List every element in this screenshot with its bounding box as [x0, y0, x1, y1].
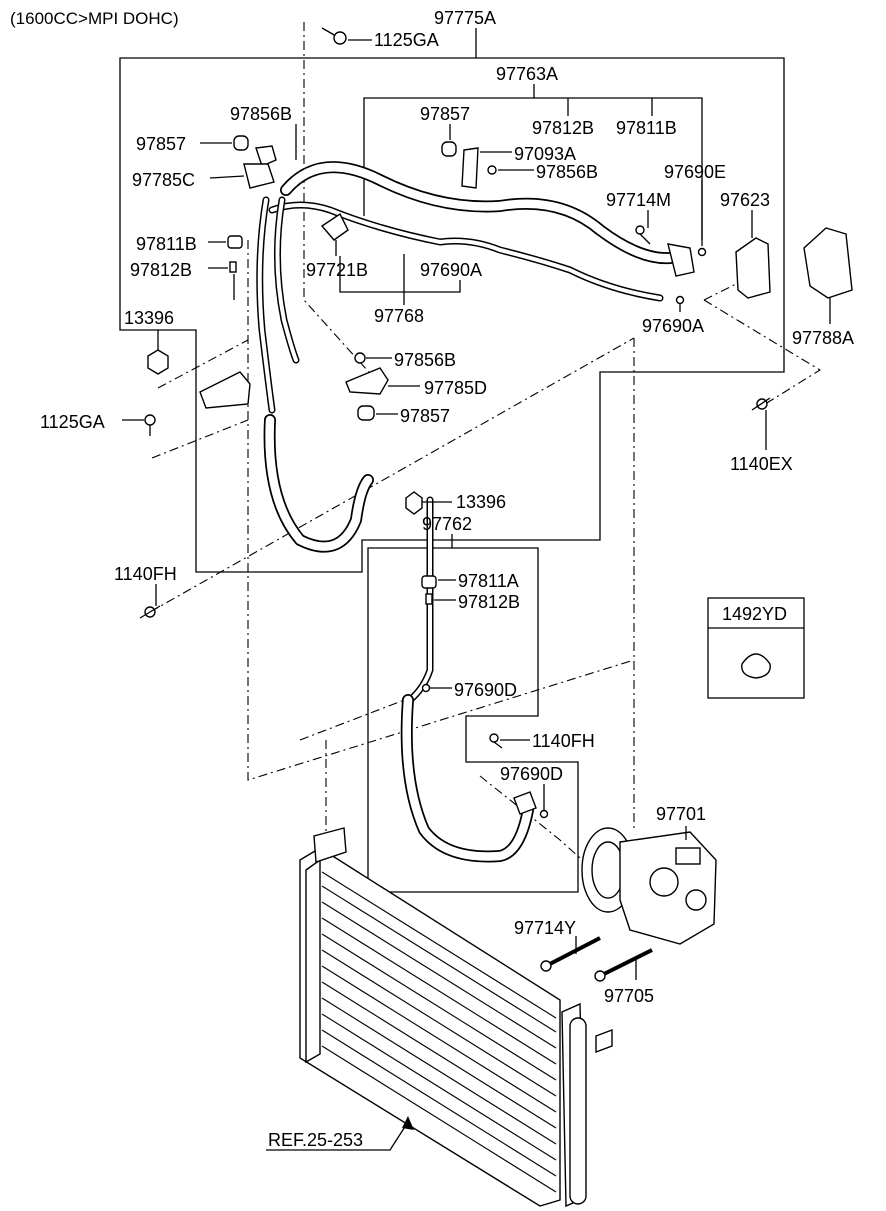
- dash-line-diagonal-left: [157, 339, 249, 389]
- oring-97690A-b-icon: [675, 295, 685, 305]
- label-97762: 97762: [422, 514, 472, 534]
- label-97856B-b: 97856B: [536, 162, 598, 182]
- label-1492YD: 1492YD: [722, 604, 787, 624]
- label-97690A-b: 97690A: [642, 316, 704, 336]
- condenser-icon: [299, 827, 613, 1208]
- label-97623: 97623: [720, 190, 770, 210]
- dash-line-lower-mid: [299, 693, 421, 741]
- dash-line-right-bolt: [703, 299, 822, 407]
- oring-97690D-b-icon: [539, 809, 549, 819]
- bolt-97705-icon: [594, 948, 653, 982]
- label-13396-b: 13396: [456, 492, 506, 512]
- label-97785D: 97785D: [424, 378, 487, 398]
- label-97788A: 97788A: [792, 328, 854, 348]
- seal-97856B-c-icon: [354, 352, 366, 364]
- bracket-97763A: [363, 97, 703, 240]
- label-97785C: 97785C: [132, 170, 195, 190]
- label-97690E: 97690E: [664, 162, 726, 182]
- dash-line-diagonal-mid: [149, 337, 635, 613]
- fitting-97762-icon: [513, 791, 537, 815]
- label-97811B-a: 97811B: [616, 118, 677, 138]
- cap-97857-c-icon: [357, 405, 375, 421]
- label-1140FH-a: 1140FH: [114, 564, 177, 584]
- plate-97785C-icon: [243, 163, 275, 189]
- label-97690D-a: 97690D: [454, 680, 517, 700]
- label-97714Y: 97714Y: [514, 918, 576, 938]
- ref-leader: [266, 1121, 409, 1151]
- bolt-1125GA-left-icon: [144, 414, 156, 436]
- compressor-97701-icon: [581, 827, 717, 945]
- box-1492YD: [707, 597, 805, 699]
- label-97690A-a: 97690A: [420, 260, 482, 280]
- leader-97785C: [209, 175, 245, 179]
- label-1125GA-top: 1125GA: [374, 30, 439, 50]
- label-97857-c: 97857: [400, 406, 450, 426]
- valve-97812B-b-icon: [229, 261, 237, 273]
- bracket-97768: [339, 256, 461, 293]
- label-1140FH-b: 1140FH: [532, 731, 595, 751]
- dash-line-top-center: [303, 22, 377, 381]
- label-97690D-b: 97690D: [500, 764, 563, 784]
- label-97701: 97701: [656, 804, 706, 824]
- bracket-97093A-icon: [461, 147, 479, 189]
- label-97768: 97768: [374, 306, 424, 326]
- label-97856B-a: 97856B: [230, 104, 292, 124]
- block-fitting-icon: [667, 243, 695, 277]
- label-1125GA-left: 1125GA: [40, 412, 105, 432]
- label-97812B-a: 97812B: [532, 118, 594, 138]
- label-97812B-b: 97812B: [130, 260, 192, 280]
- label-97763A: 97763A: [496, 64, 558, 84]
- cap-97857-b-icon: [441, 141, 457, 157]
- label-97705: 97705: [604, 986, 654, 1006]
- label-97811B-b: 97811B: [136, 234, 197, 254]
- nut-13396-a-icon: [147, 349, 169, 375]
- cover-97788A-icon: [803, 227, 853, 299]
- bolt-1140EX-icon: [751, 397, 771, 411]
- pressure-switch-97623-icon: [735, 237, 771, 299]
- label-13396-a: 13396: [124, 308, 174, 328]
- oring-97690D-a-icon: [421, 683, 431, 693]
- dash-line-left-vertical: [247, 240, 635, 781]
- bolt-1125GA-top-icon: [321, 27, 347, 45]
- label-97857-a: 97857: [136, 134, 186, 154]
- label-97721B: 97721B: [306, 260, 368, 280]
- bracket-97856B-a-icon: [255, 145, 277, 167]
- label-97714M: 97714M: [606, 190, 671, 210]
- group-box-97762: [367, 547, 579, 893]
- cap-97811B-b-icon: [227, 235, 243, 249]
- dash-line-right-top: [703, 279, 745, 301]
- mounting-bracket-icon: [199, 371, 251, 409]
- label-ref: REF.25-253: [268, 1130, 363, 1150]
- group-box-97775A: [119, 57, 785, 573]
- label-97775A: 97775A: [434, 8, 496, 28]
- bolt-97714Y-icon: [540, 936, 601, 972]
- label-97857-b: 97857: [420, 104, 470, 124]
- clip-1492YD-icon: [741, 653, 771, 679]
- bolt-97714M-icon: [635, 225, 651, 245]
- ref-arrow-icon: [402, 1116, 414, 1130]
- valve-97812B-c-icon: [425, 593, 433, 605]
- seal-97856B-b-icon: [487, 165, 497, 175]
- cap-97857-a-icon: [233, 135, 249, 151]
- plate-97785D-icon: [345, 367, 389, 395]
- label-97812B-c: 97812B: [458, 592, 520, 612]
- cap-97811A-icon: [421, 575, 437, 589]
- bolt-1140FH-b-icon: [489, 733, 503, 749]
- label-97093A: 97093A: [514, 144, 576, 164]
- dash-line-diagonal-left2: [151, 419, 249, 459]
- label-97856B-c: 97856B: [394, 350, 456, 370]
- label-97811A: 97811A: [458, 571, 519, 591]
- fitting-97721B-icon: [320, 212, 349, 241]
- bolt-1140FH-a-icon: [139, 605, 161, 619]
- oring-97690E-icon: [697, 247, 707, 257]
- label-1140EX: 1140EX: [730, 454, 793, 474]
- diagram-title: (1600CC>MPI DOHC): [10, 9, 179, 28]
- nut-13396-b-icon: [405, 491, 423, 515]
